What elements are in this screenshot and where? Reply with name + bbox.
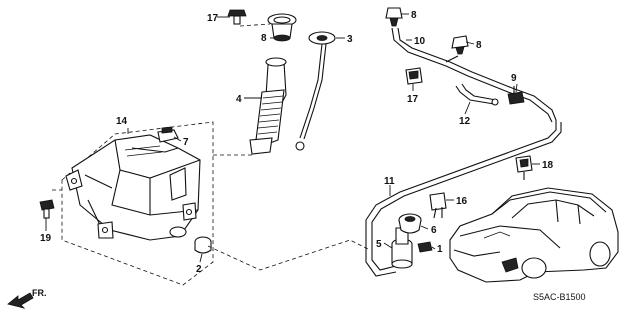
washer-nozzle-left [385, 7, 403, 27]
washer-reservoir-tank [61, 121, 214, 286]
clip-1 [417, 241, 433, 253]
callout-11: 10 [414, 36, 426, 47]
washer-pump [391, 227, 413, 269]
callout-19: 19 [40, 233, 52, 244]
callout-14: 14 [116, 116, 128, 127]
callout-3: 3 [347, 34, 353, 45]
clip-16 [405, 67, 423, 85]
front-label: FR. [32, 288, 47, 298]
callout-8-lower: 8 [476, 40, 482, 51]
callout-5: 5 [376, 239, 382, 250]
callout-6: 6 [431, 225, 437, 236]
clip-7 [157, 126, 179, 143]
vehicle-location-illustration [449, 187, 619, 283]
front-direction-indicator: FR. [7, 288, 47, 309]
callout-18: 18 [542, 160, 554, 171]
callout-1: 1 [437, 244, 443, 255]
callout-2: 2 [196, 264, 202, 275]
callout-17: 17 [207, 13, 219, 24]
screw-17 [227, 9, 247, 25]
leader-lines [45, 13, 540, 271]
callout-15: 16 [456, 196, 468, 207]
callout-8-upper: 8 [411, 10, 417, 21]
washer-tube-13 [455, 83, 499, 106]
callout-7: 7 [183, 137, 189, 148]
filler-neck [249, 57, 287, 155]
filler-cap [267, 13, 297, 42]
clip-15 [429, 192, 447, 219]
joint-10 [507, 86, 525, 105]
seal-2 [194, 236, 212, 254]
washer-tube-12 [365, 120, 562, 277]
front-arrow-icon [7, 292, 34, 309]
callout-numbers: 17 8 3 4 14 7 19 2 8 8 10 17 9 12 18 11 … [40, 10, 554, 275]
callout-13: 12 [459, 116, 471, 127]
callout-9: 8 [261, 33, 267, 44]
washer-nozzle-right [451, 35, 469, 55]
callout-10: 9 [511, 73, 517, 84]
grommet-6 [398, 213, 422, 234]
callout-4: 4 [236, 94, 242, 105]
level-gauge-dipstick [295, 31, 336, 151]
bolt-19 [39, 199, 55, 219]
washer-tube-11 [391, 27, 557, 123]
callout-12: 11 [384, 176, 395, 187]
callout-16: 17 [407, 94, 419, 105]
clip-18 [515, 155, 533, 180]
diagram-code: S5AC-B1500 [533, 292, 586, 302]
